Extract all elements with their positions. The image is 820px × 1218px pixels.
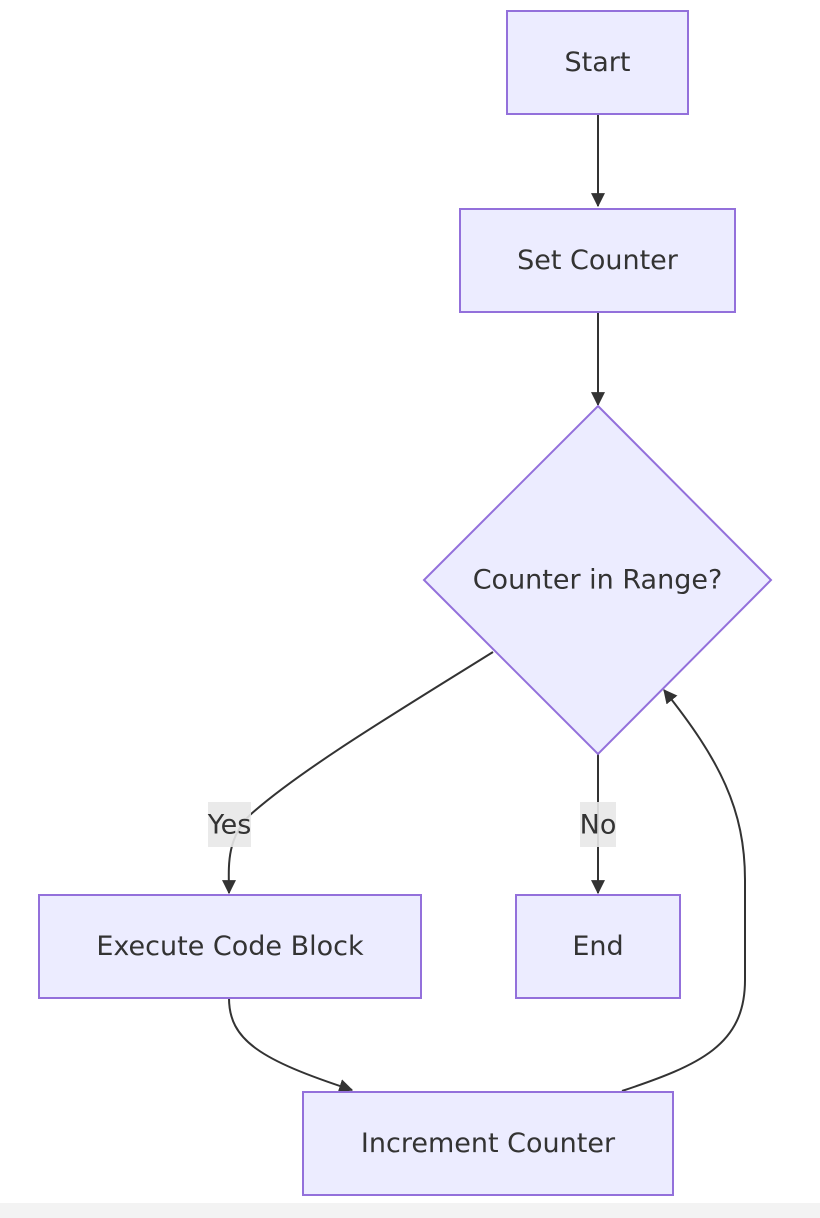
edge-label-yes-text: Yes [207, 810, 252, 841]
edge-execute-to-increment [228, 997, 354, 1093]
node-set-counter-label: Set Counter [517, 245, 679, 276]
edge-label-yes-background [208, 802, 251, 847]
node-increment-counter: Increment Counter [302, 1091, 674, 1196]
edge-increment-to-decision-loop [621, 689, 746, 1092]
node-increment-counter-label: Increment Counter [361, 1128, 616, 1159]
edge-label-yes: Yes [207, 802, 252, 847]
edge-label-no-background [580, 802, 616, 847]
node-start-label: Start [565, 47, 631, 78]
node-end: End [515, 894, 681, 999]
edges [221, 114, 746, 1093]
node-end-label: End [572, 931, 623, 962]
node-decision-label: Counter in Range? [473, 565, 723, 596]
edge-decision-to-execute-yes [221, 651, 494, 895]
node-start: Start [506, 10, 689, 115]
node-execute-code-block-label: Execute Code Block [96, 931, 364, 962]
node-set-counter: Set Counter [459, 208, 736, 313]
node-decision: Counter in Range? [422, 404, 773, 756]
edge-label-no-text: No [580, 810, 617, 841]
edge-label-no: No [580, 802, 617, 847]
node-execute-code-block: Execute Code Block [38, 894, 422, 999]
bottom-strip [0, 1203, 820, 1218]
